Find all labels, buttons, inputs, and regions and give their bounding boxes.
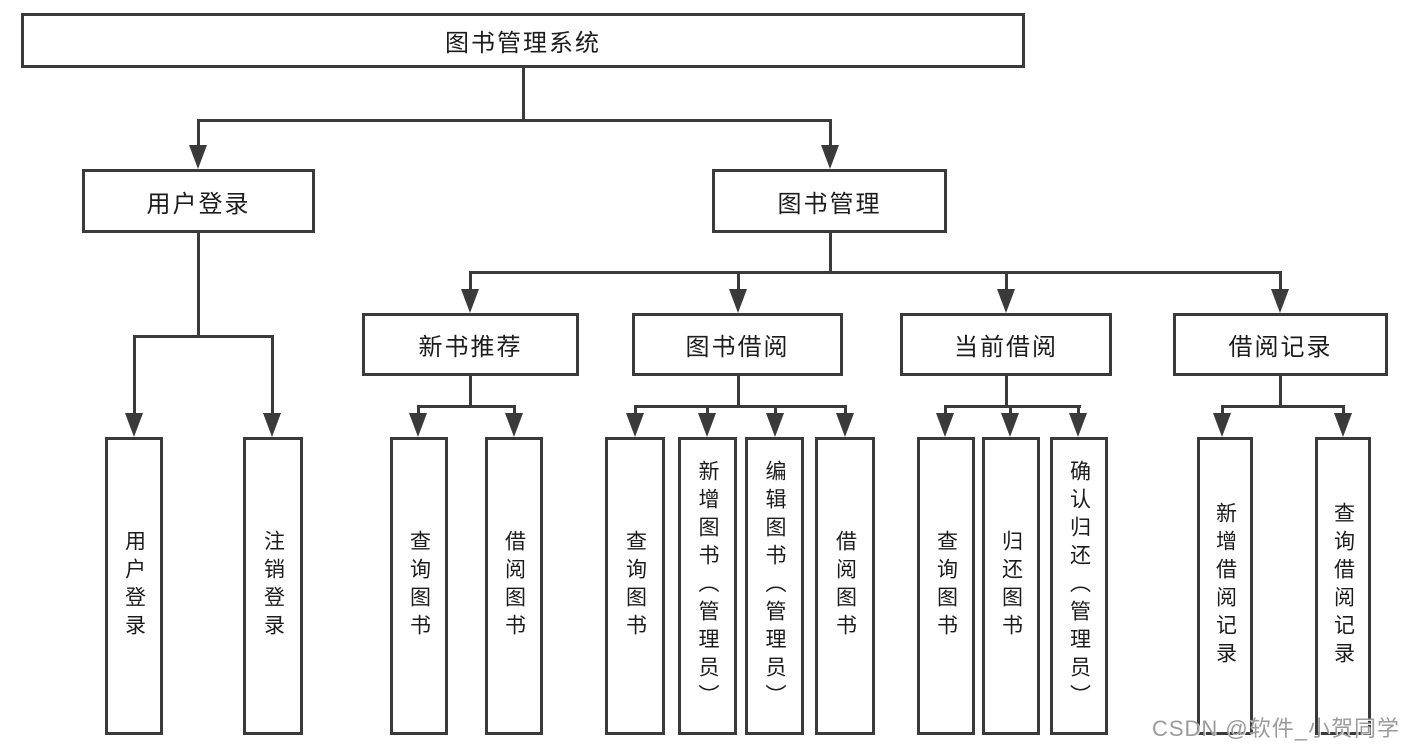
connector-line: [634, 405, 846, 408]
leaf-logout-label: 注销登录: [261, 530, 285, 642]
connector-line: [417, 405, 420, 416]
connector-line: [271, 335, 274, 415]
connector-line: [737, 271, 740, 292]
connector-line: [1077, 405, 1080, 416]
arrow-down-icon: [766, 413, 784, 437]
leaf-borrow-book-label: 借阅图书: [833, 530, 857, 642]
connector-line: [1005, 271, 1008, 292]
node-user-login: 用户登录: [82, 169, 315, 233]
node-book-borrow: 图书借阅: [632, 313, 843, 376]
arrow-down-icon: [263, 413, 281, 437]
connector-line: [197, 233, 200, 338]
node-root-label: 图书管理系统: [445, 30, 601, 57]
connector-line: [844, 405, 847, 416]
leaf-user-login-label: 用户登录: [122, 530, 146, 642]
arrow-down-icon: [997, 289, 1015, 313]
leaf-edit-book-admin: 编辑图书（管理员）: [745, 437, 804, 735]
connector-line: [737, 376, 740, 408]
leaf-add-book-admin: 新增图书（管理员）: [678, 437, 737, 735]
arrow-down-icon: [1334, 413, 1352, 437]
node-new-book-recommend: 新书推荐: [362, 313, 579, 376]
arrow-down-icon: [821, 145, 839, 169]
arrow-down-icon: [626, 413, 644, 437]
leaf-query-book-recommend-label: 查询图书: [407, 530, 431, 642]
arrow-down-icon: [1069, 413, 1087, 437]
connector-line: [469, 376, 472, 408]
node-book-management: 图书管理: [712, 169, 947, 233]
node-new-book-recommend-label: 新书推荐: [418, 334, 523, 361]
connector-line: [197, 119, 832, 122]
leaf-add-book-admin-label: 新增图书（管理员）: [696, 460, 720, 712]
connector-line: [1221, 405, 1344, 408]
leaf-add-borrow-record-label: 新增借阅记录: [1213, 502, 1237, 670]
leaf-borrow-book-recommend: 借阅图书: [485, 437, 543, 735]
arrow-down-icon: [125, 413, 143, 437]
leaf-query-borrow-record: 查询借阅记录: [1315, 437, 1371, 735]
arrow-down-icon: [729, 289, 747, 313]
arrow-down-icon: [1001, 413, 1019, 437]
connector-line: [944, 405, 1081, 408]
connector-line: [1279, 271, 1282, 292]
connector-line: [774, 405, 777, 416]
connector-line: [1009, 405, 1012, 416]
leaf-return-book-label: 归还图书: [999, 530, 1023, 642]
connector-line: [829, 233, 832, 274]
arrow-down-icon: [409, 413, 427, 437]
connector-line: [944, 405, 947, 416]
arrow-down-icon: [836, 413, 854, 437]
connector-line: [133, 335, 274, 338]
node-root: 图书管理系统: [21, 13, 1025, 68]
connector-line: [469, 271, 472, 292]
connector-line: [469, 271, 1282, 274]
leaf-add-borrow-record: 新增借阅记录: [1197, 437, 1253, 735]
arrow-down-icon: [1213, 413, 1231, 437]
arrow-down-icon: [698, 413, 716, 437]
leaf-return-book: 归还图书: [982, 437, 1040, 735]
leaf-confirm-return-admin-label: 确认归还（管理员）: [1067, 460, 1091, 712]
node-book-borrow-label: 图书借阅: [685, 334, 790, 361]
node-current-borrow-label: 当前借阅: [954, 334, 1058, 361]
node-book-management-label: 图书管理: [777, 190, 882, 218]
connector-line: [417, 405, 516, 408]
arrow-down-icon: [1271, 289, 1289, 313]
leaf-query-book-current-label: 查询图书: [934, 530, 958, 642]
connector-line: [1279, 376, 1282, 408]
leaf-query-book-current: 查询图书: [917, 437, 975, 735]
leaf-borrow-book-recommend-label: 借阅图书: [502, 530, 526, 642]
leaf-edit-book-admin-label: 编辑图书（管理员）: [763, 460, 787, 712]
node-borrow-record-label: 借阅记录: [1228, 334, 1333, 361]
connector-line: [1342, 405, 1345, 416]
node-current-borrow: 当前借阅: [900, 313, 1112, 376]
connector-line: [513, 405, 516, 416]
connector-line: [634, 405, 637, 416]
connector-line: [829, 119, 832, 147]
leaf-user-login: 用户登录: [105, 437, 163, 735]
watermark: CSDN @软件_小贺同学: [1151, 716, 1400, 741]
leaf-borrow-book: 借阅图书: [815, 437, 875, 735]
leaf-query-borrow-record-label: 查询借阅记录: [1331, 502, 1355, 670]
leaf-query-book-recommend: 查询图书: [390, 437, 448, 735]
connector-line: [706, 405, 709, 416]
leaf-confirm-return-admin: 确认归还（管理员）: [1050, 437, 1108, 735]
arrow-down-icon: [189, 145, 207, 169]
connector-line: [133, 335, 136, 415]
arrow-down-icon: [936, 413, 954, 437]
connector-line: [1221, 405, 1224, 416]
node-user-login-label: 用户登录: [146, 190, 251, 218]
arrow-down-icon: [461, 289, 479, 313]
connector-line: [1005, 376, 1008, 408]
leaf-query-book-borrow-label: 查询图书: [623, 530, 647, 642]
connector-line: [197, 119, 200, 147]
leaf-logout: 注销登录: [243, 437, 303, 735]
node-borrow-record: 借阅记录: [1173, 313, 1388, 376]
arrow-down-icon: [505, 413, 523, 437]
connector-line: [522, 68, 525, 121]
leaf-query-book-borrow: 查询图书: [605, 437, 665, 735]
